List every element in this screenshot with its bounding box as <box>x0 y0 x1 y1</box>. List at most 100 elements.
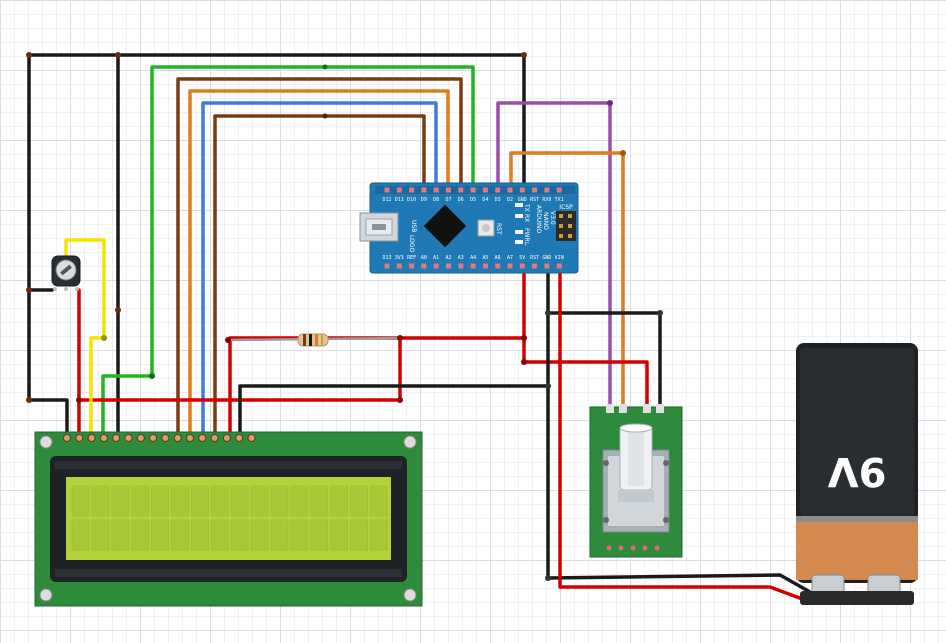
arduino-pin-bottom-rst[interactable] <box>532 263 538 269</box>
wire-red-vin[interactable] <box>558 260 807 602</box>
arduino-pin-top-d9[interactable] <box>421 187 427 193</box>
arduino-pin-bottom-ref[interactable] <box>409 263 415 269</box>
arduino-pin-top-d12[interactable] <box>384 187 390 193</box>
arduino-pin-top-d6[interactable] <box>458 187 464 193</box>
arduino-pin-label-bottom: A1 <box>433 255 439 261</box>
wire-brown-d9[interactable] <box>213 114 426 439</box>
arduino-pin-bottom-a7[interactable] <box>507 263 513 269</box>
arduino-pin-top-d8[interactable] <box>433 187 439 193</box>
arduino-pin-label-top: D3 <box>495 197 501 203</box>
arduino-pin-bottom-a3[interactable] <box>458 263 464 269</box>
arduino-pin-top-d3[interactable] <box>495 187 501 193</box>
wire-black-left-vertical[interactable] <box>27 53 69 439</box>
lcd-pin[interactable] <box>112 434 121 442</box>
lcd-pin[interactable] <box>149 434 158 442</box>
arduino-pin-bottom-3v3[interactable] <box>396 263 402 269</box>
lcd-cell <box>171 519 189 551</box>
wire-brown-d6[interactable] <box>176 77 463 439</box>
arduino-pin-bottom-vin[interactable] <box>556 263 562 269</box>
wire-green-d5[interactable] <box>101 65 475 439</box>
arduino-pin-label-top: RST <box>530 197 539 203</box>
arduino-pin-label-bottom: 5V <box>519 255 525 261</box>
lcd-pin[interactable] <box>75 434 84 442</box>
lcd-pin[interactable] <box>198 434 207 442</box>
wire-red-5v[interactable] <box>228 260 526 439</box>
arduino-pin-top-rst[interactable] <box>532 187 538 193</box>
lcd-pin[interactable] <box>235 434 244 442</box>
led-label-pwr: PWR <box>523 228 530 242</box>
battery-9v[interactable]: 9V <box>796 343 918 605</box>
arduino-pin-bottom-a1[interactable] <box>433 263 439 269</box>
arduino-pin-top-d7[interactable] <box>446 187 451 193</box>
lcd-pin[interactable] <box>87 434 96 442</box>
trimmer-potentiometer[interactable] <box>51 255 81 291</box>
arduino-pin-top-tx1[interactable] <box>556 187 562 193</box>
arduino-pin-bottom-5v[interactable] <box>519 263 525 269</box>
lcd-pin[interactable] <box>161 434 170 442</box>
arduino-pin-label-top: TX1 <box>555 197 564 203</box>
arduino-pin-top-d4[interactable] <box>482 187 488 193</box>
arduino-pin-bottom-a2[interactable] <box>446 263 451 269</box>
led-label-rx: RX <box>523 214 530 222</box>
arduino-pin-label-bottom: REF <box>407 255 416 261</box>
lcd-pin[interactable] <box>99 434 108 442</box>
lcd-pin[interactable] <box>222 434 231 442</box>
arduino-pin-top-gnd[interactable] <box>519 187 525 193</box>
lcd-pin-header <box>63 434 256 442</box>
lcd-cell <box>211 485 229 517</box>
board-version: V3.0 <box>549 211 556 225</box>
arduino-pin-top-d5[interactable] <box>470 187 476 193</box>
wires <box>27 53 812 602</box>
lcd-pin[interactable] <box>247 434 256 442</box>
arduino-pin-bottom-a0[interactable] <box>421 263 427 269</box>
arduino-pin-bottom-gnd[interactable] <box>544 263 550 269</box>
arduino-pin-label-bottom: A4 <box>470 255 476 261</box>
wire-black-gnd-lcd[interactable] <box>238 384 550 439</box>
lcd-pin[interactable] <box>136 434 145 442</box>
lcd-pin[interactable] <box>210 434 219 442</box>
arduino-pin-label-bottom: RST <box>530 255 539 261</box>
wire-black-gnd-bottom[interactable] <box>546 260 812 594</box>
arduino-pin-label-bottom: A6 <box>495 255 501 261</box>
arduino-pin-label-bottom: VIN <box>555 255 564 261</box>
lcd-cell <box>151 485 169 517</box>
wire-orange-d2[interactable] <box>509 151 625 412</box>
lcd-pin[interactable] <box>173 434 182 442</box>
arduino-pin-bottom-d13[interactable] <box>384 263 390 269</box>
arduino-pin-bottom-a6[interactable] <box>495 263 501 269</box>
arduino-pin-top-d2[interactable] <box>507 187 513 193</box>
usb-connector[interactable] <box>359 212 399 242</box>
wire-junctions <box>26 52 663 581</box>
arduino-pin-label-top: D5 <box>470 197 476 203</box>
lcd-cell <box>310 519 329 551</box>
lcd-cell <box>111 519 130 551</box>
arduino-pin-top-d11[interactable] <box>396 187 402 193</box>
icsp-header <box>556 211 576 241</box>
lcd-pin[interactable] <box>186 434 194 442</box>
arduino-pin-label-bottom: A2 <box>445 255 451 261</box>
icsp-label: ICSP <box>559 204 573 211</box>
lcd-pin[interactable] <box>124 434 133 442</box>
lcd-cell <box>211 519 229 551</box>
lcd-16x2[interactable] <box>34 431 423 607</box>
wire-blue-d8[interactable] <box>201 101 438 439</box>
arduino-pin-label-bottom: A7 <box>507 255 513 261</box>
resistor[interactable] <box>297 333 329 347</box>
wire-yellow-wiper[interactable] <box>64 238 106 439</box>
lcd-cell <box>91 485 110 517</box>
reset-button[interactable] <box>477 219 495 237</box>
wire-red-5v-encoder[interactable] <box>522 336 649 412</box>
arduino-pin-top-d10[interactable] <box>409 187 415 193</box>
wire-orange-d7[interactable] <box>188 89 450 439</box>
arduino-pin-label-bottom: D13 <box>382 255 391 261</box>
rotary-encoder[interactable] <box>589 404 683 558</box>
lcd-pin[interactable] <box>63 434 71 442</box>
arduino-bottom-pins <box>384 263 562 269</box>
wire-purple-d4[interactable] <box>496 101 612 412</box>
lcd-cell <box>230 519 249 551</box>
arduino-pin-bottom-a5[interactable] <box>482 263 488 269</box>
arduino-pin-bottom-a4[interactable] <box>470 263 476 269</box>
arduino-pin-top-rx0[interactable] <box>544 187 550 193</box>
